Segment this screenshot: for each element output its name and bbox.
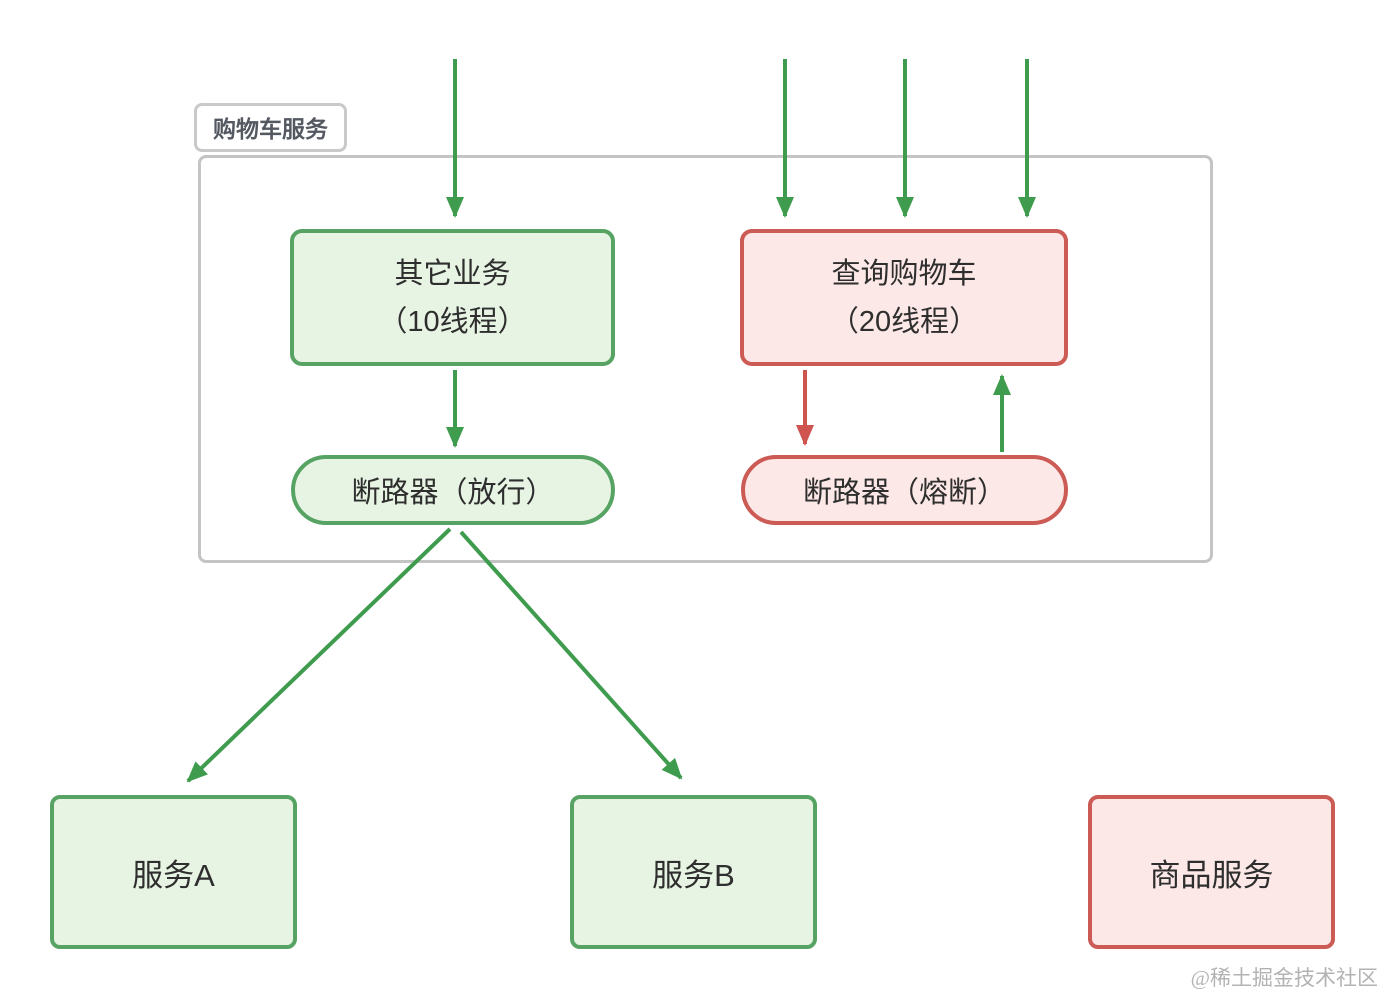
node-other-business-line2: （10线程）: [378, 305, 527, 338]
node-breaker-pass: 断路器（放行）: [291, 455, 615, 525]
arrow-breaker-pass-to-service-a: [186, 527, 452, 783]
node-other-business: 其它业务 （10线程）: [290, 229, 615, 366]
node-other-business-line1: 其它业务: [394, 257, 511, 290]
node-breaker-fused-label: 断路器（熔断）: [802, 477, 1006, 509]
group-label-cart-service: 购物车服务: [194, 103, 347, 152]
node-breaker-fused: 断路器（熔断）: [741, 455, 1068, 525]
node-breaker-pass-label: 断路器（放行）: [351, 477, 555, 509]
node-query-cart-line1: 查询购物车: [831, 257, 977, 290]
node-query-cart: 查询购物车 （20线程）: [740, 229, 1068, 366]
node-service-b-label: 服务B: [652, 857, 735, 893]
node-service-b: 服务B: [570, 795, 817, 949]
arrow-breaker-pass-to-service-b: [459, 530, 683, 780]
node-service-a: 服务A: [50, 795, 297, 949]
node-product-service-label: 商品服务: [1149, 857, 1274, 893]
node-service-a-label: 服务A: [132, 857, 215, 893]
watermark: @稀土掘金技术社区: [1190, 966, 1378, 990]
cart-service-boundary: [198, 155, 1213, 563]
node-query-cart-line2: （20线程）: [829, 305, 979, 338]
node-product-service: 商品服务: [1088, 795, 1335, 949]
